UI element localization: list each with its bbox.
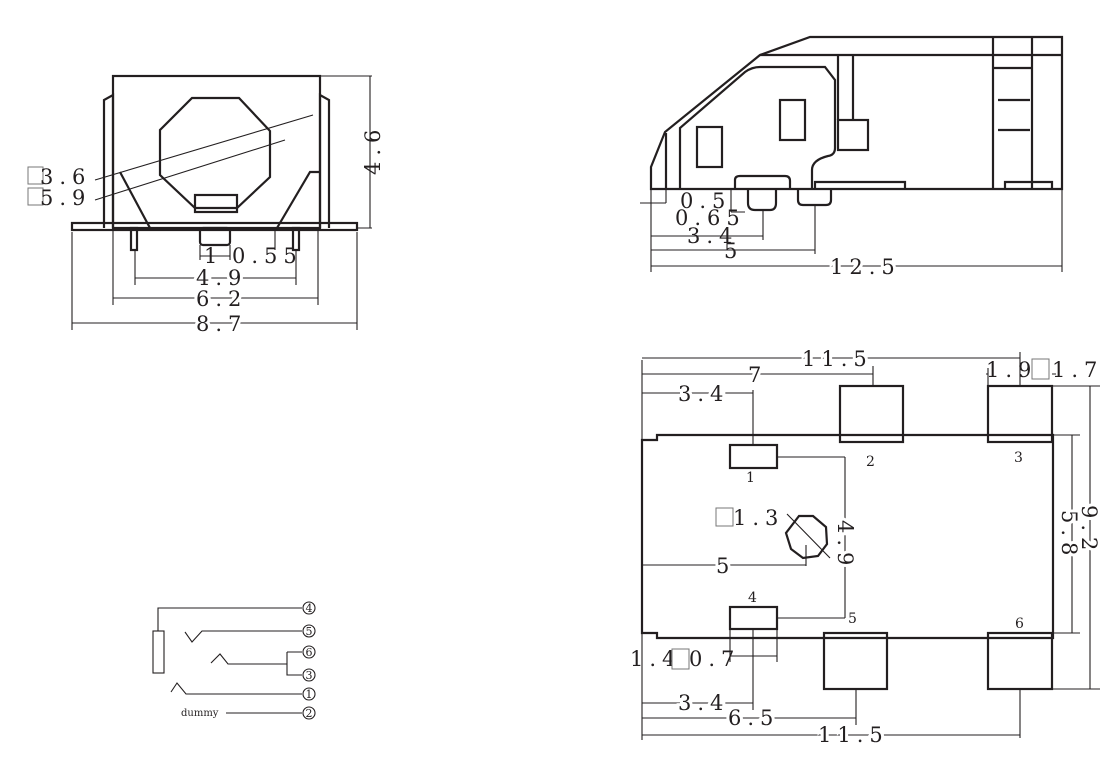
front-dimension-lines xyxy=(71,75,372,330)
terminal-label: 1 xyxy=(306,688,313,701)
side-window xyxy=(778,98,807,142)
diameter-symbol xyxy=(671,648,690,670)
front-pin-left xyxy=(129,226,139,252)
diameter-symbol xyxy=(1031,358,1050,380)
dim-c: 3.4 xyxy=(687,224,738,248)
front-plug xyxy=(193,193,239,214)
dim-bot-34: 3.4 xyxy=(678,691,729,715)
dim-top-7: 7 xyxy=(748,363,767,387)
side-view: 0.5 0.65 3.4 5 12.5 xyxy=(640,35,1064,282)
terminal-3 xyxy=(302,668,316,682)
front-center-pin xyxy=(198,226,232,247)
dim-pin-w: 1.4 xyxy=(630,647,681,671)
pin-4 xyxy=(728,605,779,631)
dim-inner-h: 5.8 xyxy=(1057,510,1081,561)
pad-5 xyxy=(822,631,889,691)
dim-pin-h: 0.7 xyxy=(689,647,740,671)
terminal-1 xyxy=(302,687,316,701)
dummy-label: dummy xyxy=(181,708,219,719)
dim-bot-65: 6.5 xyxy=(728,706,779,730)
dim-pin-span: 4.9 xyxy=(833,520,857,571)
dim-pins: 4.9 xyxy=(196,266,247,290)
schematic-lines xyxy=(157,607,302,714)
terminal-5 xyxy=(302,624,316,638)
bottom-dimension-lines xyxy=(641,352,1100,740)
dim-top-34: 3.4 xyxy=(678,382,729,406)
front-flange xyxy=(70,221,359,232)
pin-label-1: 1 xyxy=(746,470,755,486)
diameter-symbol xyxy=(715,507,734,527)
terminal-label: 4 xyxy=(306,602,313,615)
terminal-label: 5 xyxy=(306,625,313,638)
center-hole xyxy=(784,514,829,560)
dim-total: 12.5 xyxy=(830,255,901,279)
front-chamfers xyxy=(119,170,320,229)
pin-label-6: 6 xyxy=(1015,616,1024,632)
dim-offset: 0.55 xyxy=(232,244,303,268)
terminal-6 xyxy=(302,645,316,659)
terminal-2 xyxy=(302,706,316,720)
pad-6 xyxy=(986,631,1054,691)
terminal-label: 3 xyxy=(306,669,313,682)
side-rails xyxy=(836,37,1034,189)
dim-outer-h: 9.2 xyxy=(1077,505,1101,556)
dim-a: 0.5 xyxy=(680,189,731,213)
dim-oct-outer: 5.9 xyxy=(40,186,91,210)
dim-total: 8.7 xyxy=(196,312,247,336)
terminal-label: 2 xyxy=(306,707,313,720)
dim-oct-inner: 3.6 xyxy=(40,165,91,189)
side-feet xyxy=(813,180,1054,189)
dim-body: 6.2 xyxy=(196,287,247,311)
front-view: 3.6 5.9 4.6 1 0.55 4.9 6.2 8.7 xyxy=(27,74,385,339)
side-outline xyxy=(649,35,1064,191)
pin-label-2: 2 xyxy=(866,454,875,470)
side-window xyxy=(836,118,870,152)
dim-pad-w: 1.9 xyxy=(986,358,1037,382)
pin-1 xyxy=(728,443,779,470)
dim-height: 4.6 xyxy=(361,124,385,175)
schematic-sleeve xyxy=(152,630,165,674)
dim-hole: 1.3 xyxy=(733,506,784,530)
diameter-symbol xyxy=(27,187,44,206)
front-side-tabs xyxy=(102,93,331,228)
dim-b: 0.65 xyxy=(675,206,746,230)
pin-label-4: 4 xyxy=(748,590,757,606)
dim-hole-x: 5 xyxy=(716,554,735,578)
pin-label-5: 5 xyxy=(848,611,857,627)
terminal-label: 6 xyxy=(306,646,313,659)
terminal-4 xyxy=(302,601,316,615)
dim-pin: 1 xyxy=(204,244,223,268)
side-slots xyxy=(998,98,1030,132)
side-inner xyxy=(664,53,1062,189)
dim-bot-total: 11.5 xyxy=(818,723,889,747)
pad-3 xyxy=(986,384,1054,444)
front-octagon xyxy=(158,96,272,210)
dim-d: 5 xyxy=(724,239,743,263)
side-dimension-lines xyxy=(640,189,1063,272)
bottom-view: 11.5 7 3.4 1.9 1.7 1.3 4.9 5 1.4 0.7 3.4… xyxy=(630,344,1104,750)
dim-top-total: 11.5 xyxy=(802,347,873,371)
diameter-symbol xyxy=(27,166,44,185)
side-window xyxy=(695,125,724,169)
schematic: 4 5 6 3 1 2 dummy xyxy=(152,601,316,720)
pad-2 xyxy=(838,384,905,444)
pin-label-3: 3 xyxy=(1014,450,1023,466)
dim-pad-gap: 1.7 xyxy=(1052,358,1103,382)
